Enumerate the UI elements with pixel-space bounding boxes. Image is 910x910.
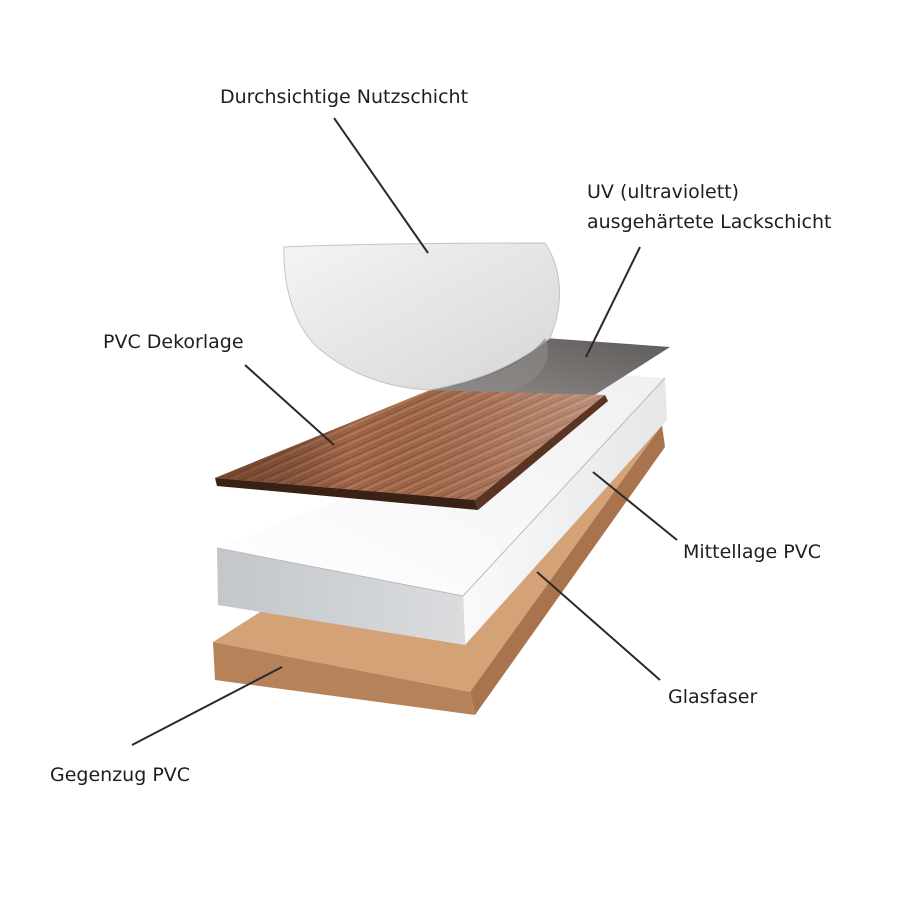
label-mittellage: Mittellage PVC (683, 541, 821, 563)
label-dekorlage: PVC Dekorlage (103, 331, 244, 353)
label-uv-line2: ausgehärtete Lackschicht (587, 211, 832, 233)
leader-uv (585, 246, 641, 358)
label-glasfaser: Glasfaser (668, 686, 758, 708)
decor-layer (215, 390, 608, 510)
leader-gegenzug (131, 666, 283, 746)
label-gegenzug: Gegenzug PVC (50, 764, 191, 786)
leader-dekorlage (244, 364, 335, 446)
leader-nutzschicht (333, 117, 429, 254)
leader-mittellage (592, 471, 678, 541)
leader-glasfaser (536, 571, 661, 681)
wear-layer (283, 242, 560, 392)
label-nutzschicht: Durchsichtige Nutzschicht (220, 86, 469, 108)
leader-lines (131, 117, 678, 746)
label-uv-line1: UV (ultraviolett) (587, 181, 740, 203)
